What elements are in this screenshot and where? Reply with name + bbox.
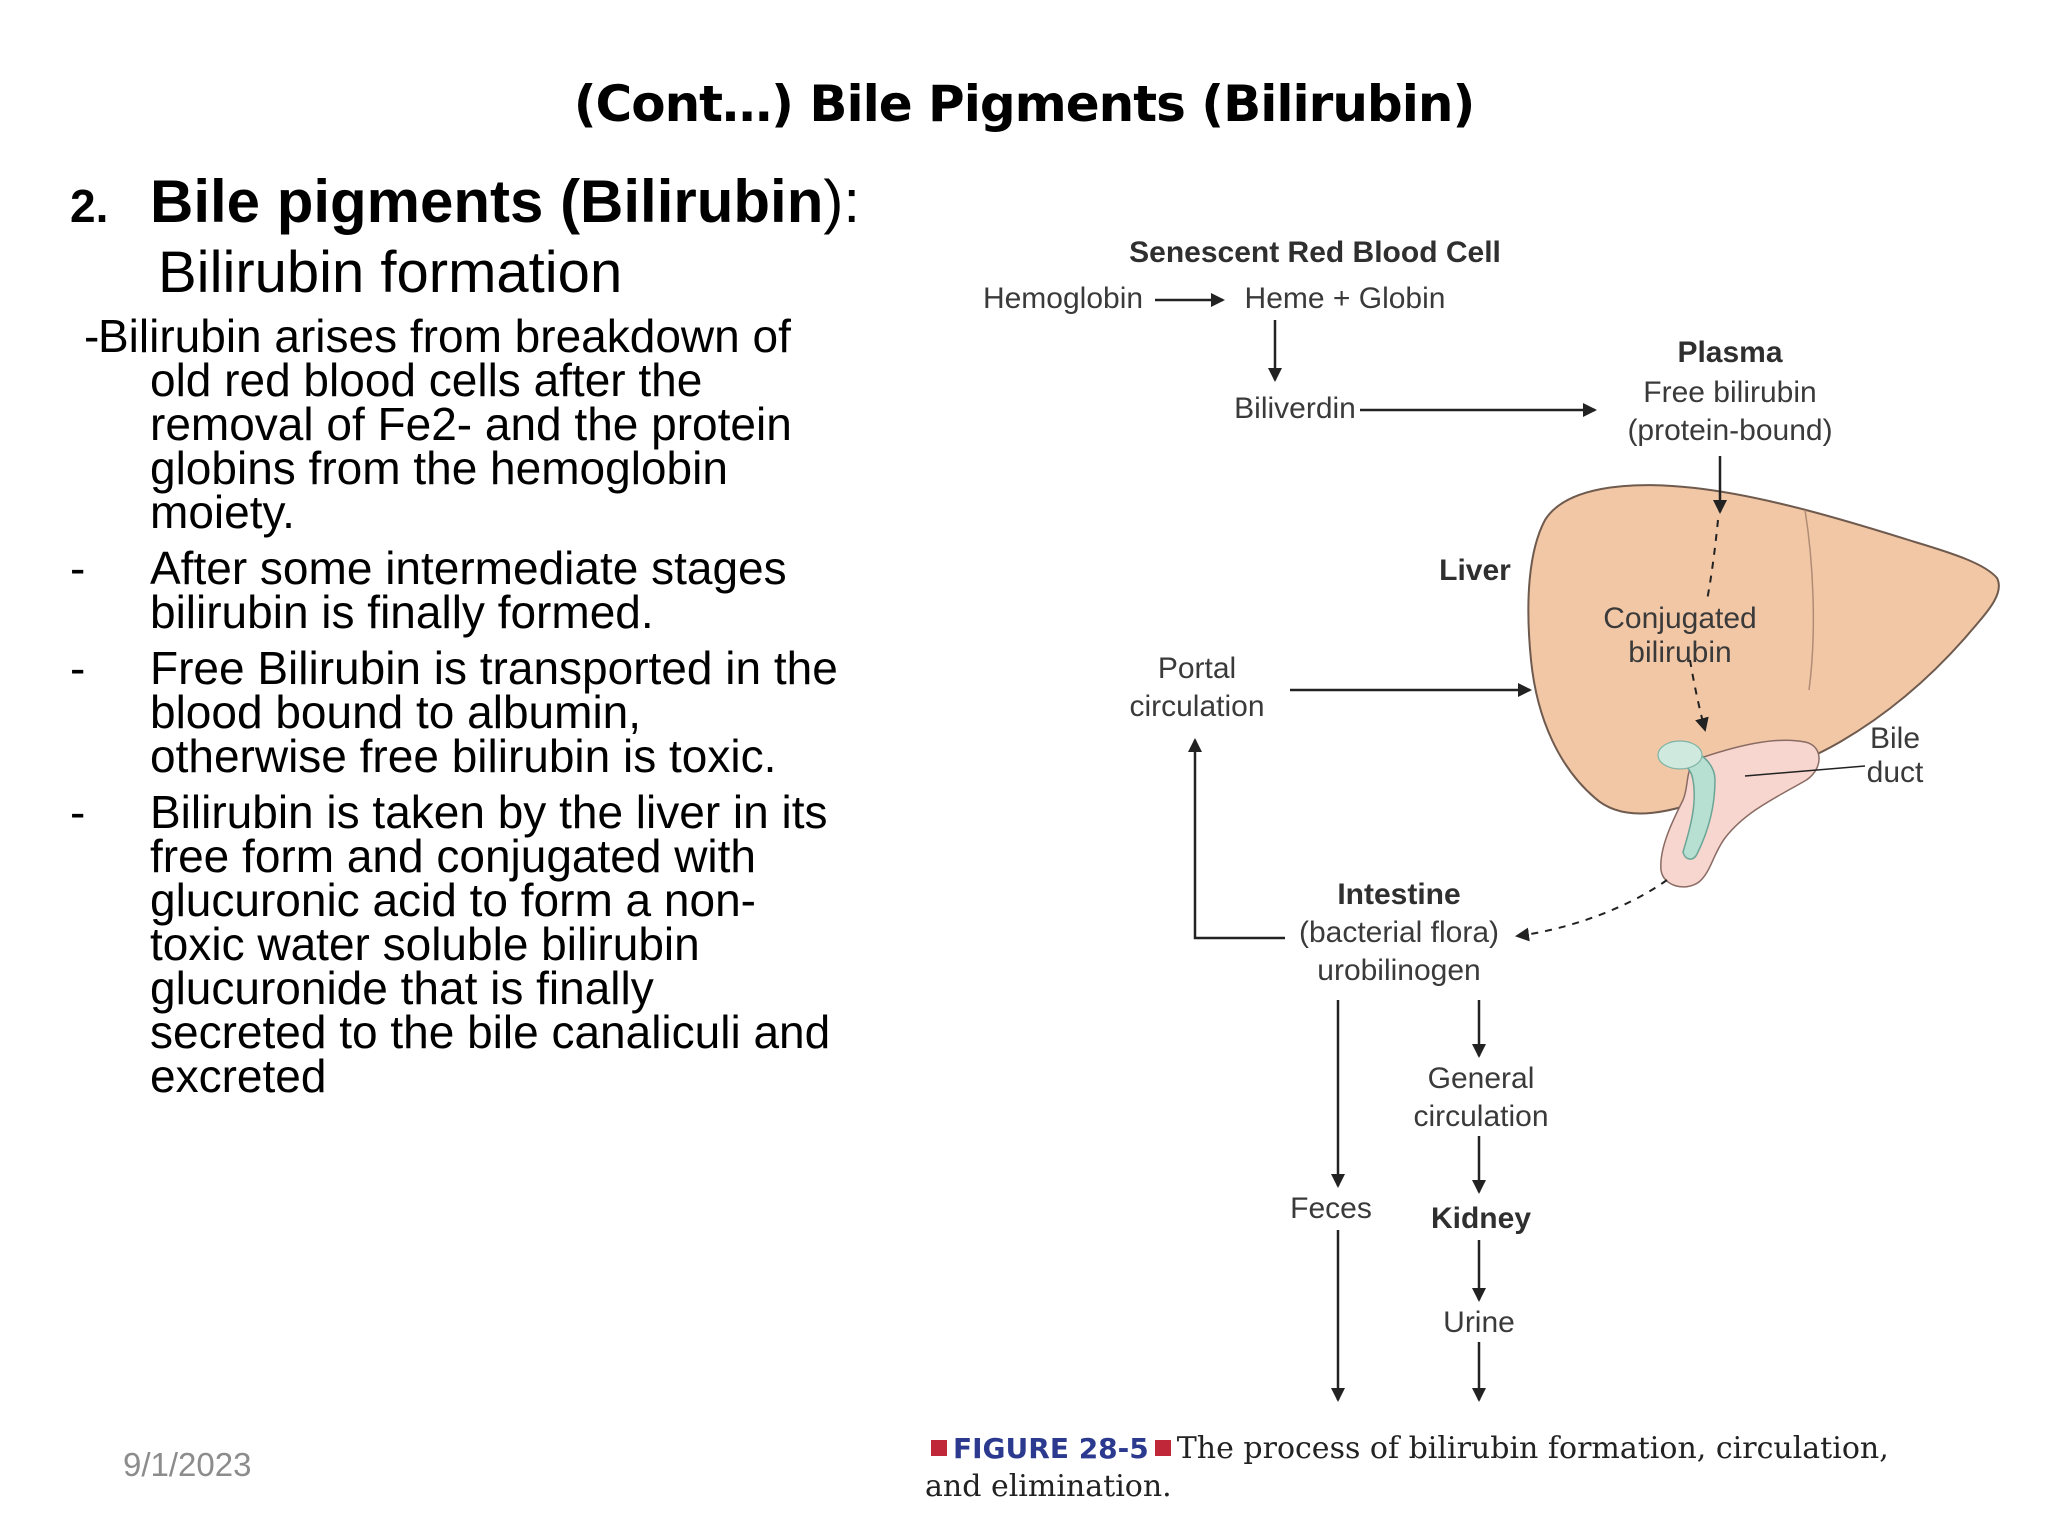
label-protein-bound: (protein-bound) xyxy=(1627,414,1833,447)
label-conjugated-bilirubin: bilirubin xyxy=(1628,636,1732,669)
label-portal: Portal xyxy=(1157,652,1237,685)
label-biliverdin: Biliverdin xyxy=(1234,392,1356,425)
label-liver: Liver xyxy=(1439,554,1511,587)
bullet-line: glucuronide that is finally xyxy=(150,962,654,1014)
slide-title: (Cont…) Bile Pigments (Bilirubin) xyxy=(573,75,1476,133)
bullet-list: - Bilirubin arises from breakdown of old… xyxy=(70,310,930,1102)
bullet-item: - Bilirubin is taken by the liver in its… xyxy=(70,786,930,1102)
label-general-circulation: circulation xyxy=(1413,1100,1549,1133)
arrow-intestine-portal xyxy=(1188,738,1285,940)
bile-duct-pointer xyxy=(1744,765,1866,777)
bullet-dash: - xyxy=(70,786,86,838)
section-number: 2. xyxy=(70,180,109,232)
section-subheading: Bilirubin formation xyxy=(158,240,623,305)
gallbladder-shape xyxy=(1657,740,1703,770)
bullet-line: blood bound to albumin, xyxy=(150,686,642,738)
label-kidney: Kidney xyxy=(1430,1202,1532,1235)
label-plasma: Plasma xyxy=(1677,336,1783,369)
label-general: General xyxy=(1427,1062,1535,1095)
bullet-line: otherwise free bilirubin is toxic. xyxy=(150,730,777,782)
caption-square-icon xyxy=(1154,1440,1171,1456)
bilirubin-figure: Senescent Red Blood Cell Hemoglobin Heme… xyxy=(925,220,2040,1530)
label-free-bilirubin: Free bilirubin xyxy=(1643,376,1817,409)
section-heading: 2. Bile pigments (Bilirubin): xyxy=(70,166,930,238)
label-heme-globin: Heme + Globin xyxy=(1244,282,1446,315)
bullet-line: glucuronic acid to form a non- xyxy=(150,874,756,926)
liver-shape xyxy=(1527,484,2000,815)
caption-text: The process of bilirubin formation, circ… xyxy=(1176,1431,1889,1466)
section-heading-bold: Bile pigments (Bilirubin xyxy=(150,168,824,235)
bullet-line: old red blood cells after the xyxy=(150,354,703,406)
label-feces: Feces xyxy=(1290,1192,1372,1225)
bullet-line: After some intermediate stages xyxy=(150,542,787,594)
caption-square-icon xyxy=(931,1440,947,1456)
bullet-item: - After some intermediate stages bilirub… xyxy=(70,542,930,638)
label-hemoglobin: Hemoglobin xyxy=(982,282,1144,315)
bullet-dash: - xyxy=(70,542,86,594)
label-conjugated: Conjugated xyxy=(1603,602,1757,635)
caption-figure-number: FIGURE 28-5 xyxy=(953,1432,1149,1465)
bullet-dash: - xyxy=(70,642,86,694)
section-heading-tail: ): xyxy=(823,168,861,235)
label-senescent: Senescent Red Blood Cell xyxy=(1129,236,1501,269)
bullet-line: excreted xyxy=(150,1050,327,1102)
label-portal-circulation: circulation xyxy=(1129,690,1265,723)
label-urine: Urine xyxy=(1443,1306,1515,1339)
bullet-line: removal of Fe2- and the protein xyxy=(150,398,792,450)
arrow-duct-intestine xyxy=(1515,879,1668,942)
caption-text-line2: and elimination. xyxy=(925,1469,1172,1504)
figure-caption: FIGURE 28-5 The process of bilirubin form… xyxy=(925,1430,2040,1506)
slide-date: 9/1/2023 xyxy=(123,1446,252,1483)
liver-lobe-line xyxy=(1804,509,1815,691)
bullet-line: Bilirubin arises from breakdown of xyxy=(98,310,791,362)
label-intestine: Intestine xyxy=(1337,878,1461,911)
bullet-line: Bilirubin is taken by the liver in its xyxy=(150,786,828,838)
bullet-item: - Bilirubin arises from breakdown of old… xyxy=(70,310,930,538)
label-bacterial-flora: (bacterial flora) xyxy=(1298,916,1500,949)
bullet-line: toxic water soluble bilirubin xyxy=(150,918,700,970)
arrow-plasma-conjugated xyxy=(1706,519,1719,601)
bullet-line: free form and conjugated with xyxy=(150,830,757,882)
bullet-line: secreted to the bile canaliculi and xyxy=(150,1006,831,1058)
bullet-line: globins from the hemoglobin xyxy=(150,442,728,494)
bullet-item: - Free Bilirubin is transported in the b… xyxy=(70,642,930,782)
label-bile: Bile xyxy=(1869,722,1921,755)
label-urobilinogen: urobilinogen xyxy=(1317,954,1481,987)
bullet-dash: - xyxy=(84,310,100,362)
bullet-line: moiety. xyxy=(150,486,295,538)
figure-diagram xyxy=(1155,293,2000,1402)
text-column: 2. Bile pigments (Bilirubin): Bilirubin f… xyxy=(70,166,930,1110)
bullet-line: bilirubin is finally formed. xyxy=(150,586,654,638)
label-duct: duct xyxy=(1866,756,1924,789)
bullet-line: Free Bilirubin is transported in the xyxy=(150,642,838,694)
